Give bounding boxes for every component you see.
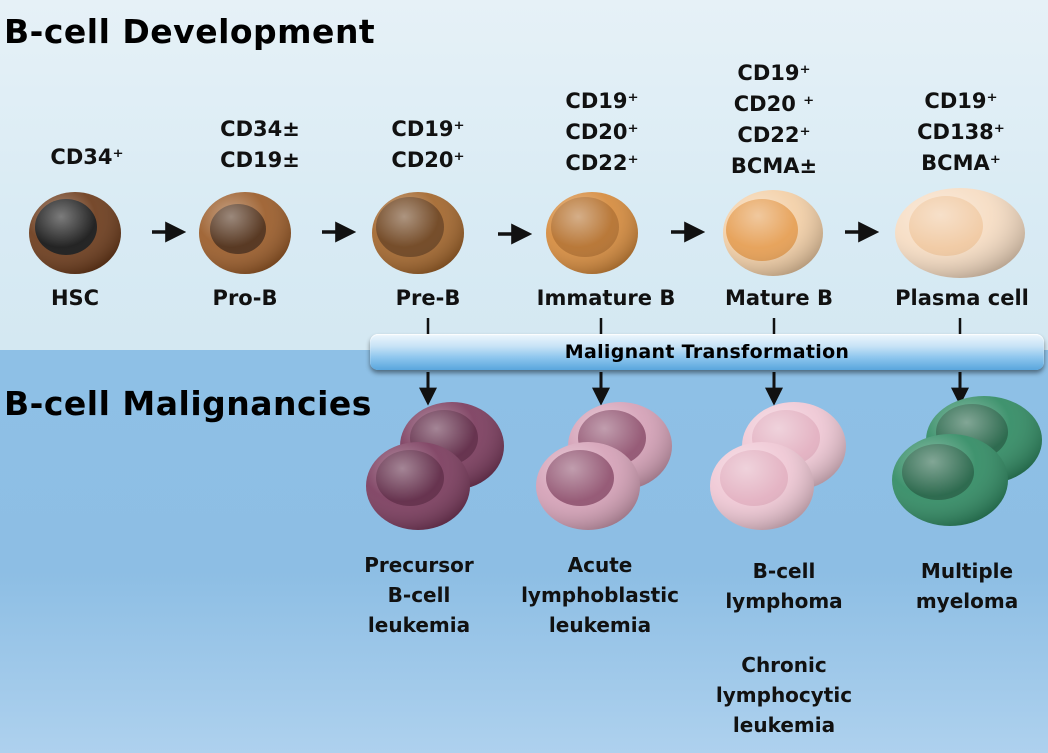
malignancy-label-line: Precursor <box>364 553 474 577</box>
marker-label: CD34⁺ <box>50 145 124 169</box>
malignancy-label-line: leukemia <box>732 713 836 737</box>
marker-label: CD19⁺ <box>565 89 639 113</box>
malignancy-label-line: lymphocytic <box>715 683 853 707</box>
malignancy-label-line: myeloma <box>915 589 1019 613</box>
marker-label: CD19⁺ <box>737 61 811 85</box>
malignant-cells-precursor <box>366 402 504 530</box>
stage-label-immature-b: Immature B <box>536 286 676 310</box>
malignancy-label-line: leukemia <box>367 613 471 637</box>
malignancy-label-acute: Acute lymphoblastic leukemia <box>505 550 695 640</box>
marker-label: CD19⁺ <box>924 89 998 113</box>
marker-label: CD20⁺ <box>565 120 639 144</box>
development-panel <box>0 0 1048 350</box>
markers-pre-b: CD19⁺ CD20⁺ <box>358 114 498 176</box>
malignant-transformation-band: Malignant Transformation <box>370 334 1044 370</box>
stage-connectors <box>426 318 962 334</box>
malignancy-label-line: Multiple <box>920 559 1014 583</box>
cell-plasma-cell <box>895 188 1025 278</box>
markers-mature-b: CD19⁺ CD20 ⁺ CD22⁺ BCMA± <box>704 58 844 182</box>
malignant-cells-lymphoma <box>710 402 846 530</box>
malignancy-label-line: Acute <box>567 553 633 577</box>
transformation-arrows <box>419 372 969 406</box>
cell-immature-b <box>546 192 638 274</box>
malignancy-label-line: lymphoma <box>725 589 843 613</box>
malignancy-label-line: lymphoblastic <box>521 583 679 607</box>
malignancy-label-line: Chronic <box>741 653 827 677</box>
malignancies-panel <box>0 350 1048 753</box>
development-arrows <box>152 221 880 245</box>
malignancy-label-line: B-cell <box>752 559 816 583</box>
marker-label: BCMA⁺ <box>921 151 1001 175</box>
marker-label: CD138⁺ <box>917 120 1005 144</box>
marker-label: CD19⁺ <box>391 117 465 141</box>
malignancy-label-precursor: Precursor B-cell leukemia <box>324 550 514 640</box>
malignancy-label-line: B-cell <box>387 583 451 607</box>
cell-pro-b <box>199 192 291 274</box>
malignancies-title: B-cell Malignancies <box>4 384 372 423</box>
malignancy-label-myeloma: Multiple myeloma <box>872 556 1048 616</box>
markers-immature-b: CD19⁺ CD20⁺ CD22⁺ <box>532 86 672 179</box>
markers-plasma-cell: CD19⁺ CD138⁺ BCMA⁺ <box>891 86 1031 179</box>
malignant-cells-acute <box>536 402 672 530</box>
marker-label: CD34± <box>220 117 300 141</box>
marker-label: CD19± <box>220 148 300 172</box>
marker-label: CD22⁺ <box>565 151 639 175</box>
marker-label: CD20 ⁺ <box>733 92 815 116</box>
markers-pro-b: CD34± CD19± <box>190 114 330 176</box>
marker-label: CD22⁺ <box>737 123 811 147</box>
marker-label: CD20⁺ <box>391 148 465 172</box>
markers-hsc: CD34⁺ <box>17 142 157 173</box>
malignant-transformation-label: Malignant Transformation <box>564 341 850 363</box>
stage-label-pro-b: Pro-B <box>212 286 278 310</box>
stage-label-pre-b: Pre-B <box>395 286 461 310</box>
stage-label-hsc: HSC <box>50 286 100 310</box>
cell-hsc <box>29 192 121 274</box>
malignancy-label-line: leukemia <box>548 613 652 637</box>
stage-label-mature-b: Mature B <box>725 286 833 310</box>
malignancy-label-cll: Chronic lymphocytic leukemia <box>689 650 879 740</box>
malignancy-label-lymphoma: B-cell lymphoma <box>689 556 879 616</box>
cell-mature-b <box>723 190 823 276</box>
stage-label-plasma-cell: Plasma cell <box>895 286 1029 310</box>
cell-pre-b <box>372 192 464 274</box>
malignant-cells-myeloma <box>892 396 1042 526</box>
development-title: B-cell Development <box>4 12 376 51</box>
marker-label: BCMA± <box>730 154 818 178</box>
